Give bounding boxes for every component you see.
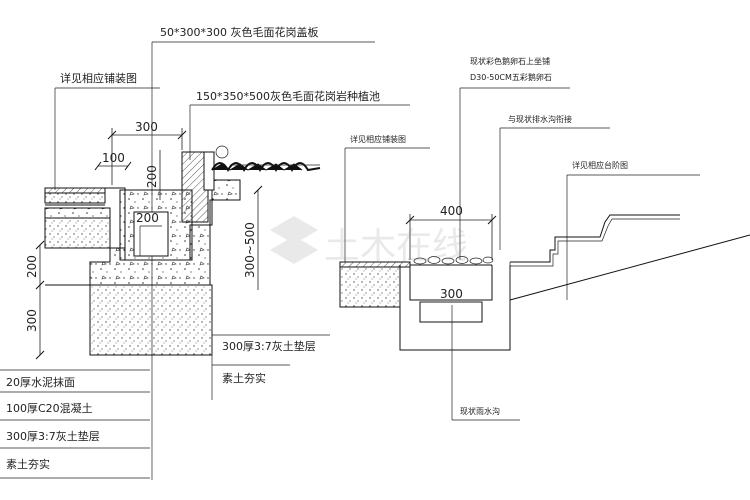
ground-slope xyxy=(509,234,750,301)
dim-300-label: 300 xyxy=(135,120,158,134)
layer-right-1: 素土夯实 xyxy=(222,371,266,385)
watermark-logo-icon xyxy=(270,216,318,264)
stone-cap xyxy=(203,151,215,191)
right-paving-base xyxy=(339,266,401,308)
dim-tick xyxy=(177,130,187,140)
dim-100-label: 100 xyxy=(102,151,125,165)
paving-surface-left xyxy=(44,187,106,194)
detail-ref-label: 详见相应铺装图 xyxy=(60,71,137,85)
dim-tick xyxy=(107,130,117,140)
foundation-lime-soil xyxy=(89,284,213,356)
steps-profile xyxy=(510,214,680,263)
legend-layer-3: 素土夯实 xyxy=(6,457,50,471)
cover-slab-label: 50*300*300 灰色毛面花岗盖板 xyxy=(160,25,318,39)
drain-label: 现状雨水沟 xyxy=(460,406,500,416)
layer-right-0: 300厚3:7灰土垫层 xyxy=(222,339,316,353)
planter-stone-label: 150*350*500灰色毛面花岗岩种植池 xyxy=(196,89,380,103)
dim-200-label: 200 xyxy=(136,211,159,225)
watermark: 土木在线 xyxy=(270,216,468,267)
legend-layer-1: 100厚C20混凝土 xyxy=(6,401,93,415)
dim-200-left-label: 200 xyxy=(25,255,39,278)
dim-tick xyxy=(35,280,45,290)
left-section: 50*300*300 灰色毛面花岗盖板 150*350*500灰色毛面花岗岩种植… xyxy=(0,25,410,480)
steps-profile-inner xyxy=(510,218,680,267)
dim-300-500-label: 300~500 xyxy=(243,222,257,278)
right-section: 现状彩色鹅卵石上坐铺 D30-50CM五彩鹅卵石 与现状排水沟衔接 详见相应铺装… xyxy=(339,56,750,421)
grass-fill xyxy=(211,163,303,171)
dim-tick xyxy=(94,161,102,171)
pebble-size-label: D30-50CM五彩鹅卵石 xyxy=(470,72,552,82)
drain-channel-outline xyxy=(399,265,511,351)
dim-300-left-label: 300 xyxy=(25,309,39,332)
legend-layer-0: 20厚水泥抹面 xyxy=(6,376,75,389)
dim-tick xyxy=(253,185,263,195)
drain-channel-inner xyxy=(409,265,493,301)
dim-tick xyxy=(35,240,45,250)
watermark-text: 土木在线 xyxy=(324,226,468,267)
pebble-label: 现状彩色鹅卵石上坐铺 xyxy=(470,56,550,66)
pebbles xyxy=(413,256,494,265)
paving-ref-label: 详见相应铺装图 xyxy=(350,134,406,144)
layer-legend: 20厚水泥抹面 100厚C20混凝土 300厚3:7灰土垫层 素土夯实 xyxy=(0,369,150,479)
dim-300-right-label: 300 xyxy=(440,287,463,301)
legend-layer-2: 300厚3:7灰土垫层 xyxy=(6,429,100,443)
drain-trench xyxy=(419,301,483,323)
dim-tick xyxy=(124,161,132,171)
plant-symbol xyxy=(215,145,229,159)
step-ref-label: 详见相应台阶图 xyxy=(572,160,628,170)
dim-400-label: 400 xyxy=(440,204,463,218)
paving-base-left xyxy=(44,192,106,204)
concrete-layer-left xyxy=(44,207,111,219)
dim-200-vertical-label: 200 xyxy=(145,165,159,188)
dim-tick xyxy=(35,350,45,360)
lime-soil-layer-left xyxy=(44,217,111,249)
drain-link-label: 与现状排水沟衔接 xyxy=(508,114,572,124)
